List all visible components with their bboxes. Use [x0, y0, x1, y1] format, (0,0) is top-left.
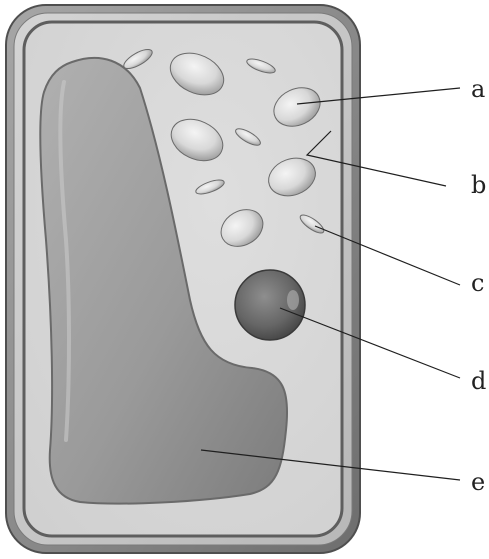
- label-b: b: [471, 171, 486, 199]
- label-a: a: [471, 75, 485, 103]
- label-e: e: [471, 468, 485, 496]
- label-c: c: [471, 269, 484, 297]
- label-d: d: [471, 367, 486, 395]
- nucleus-highlight: [287, 290, 299, 310]
